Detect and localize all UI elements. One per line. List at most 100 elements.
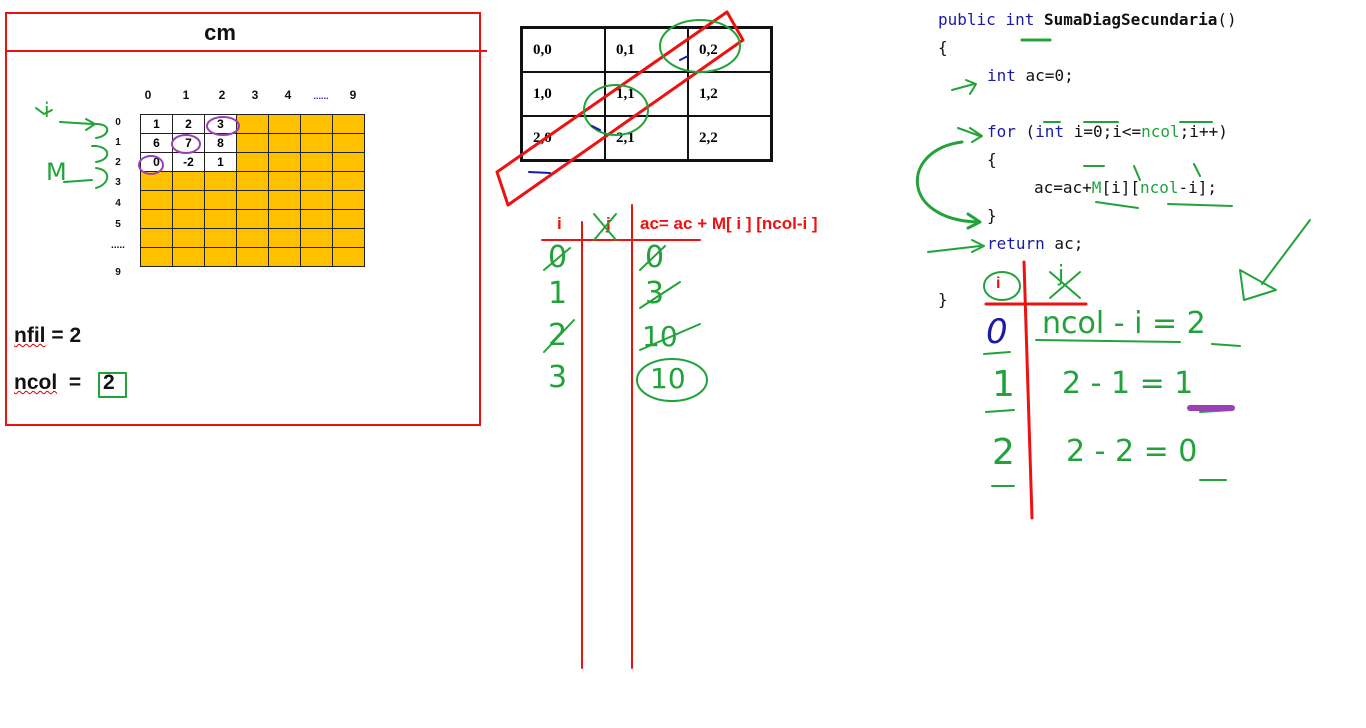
bracket-arrow [91, 145, 109, 189]
grid-cell: 1 [204, 152, 237, 172]
grid-cell: 1 [140, 114, 173, 134]
matrix-grid: 1 2 3 6 7 8 0 -2 1 [140, 114, 365, 267]
strike-mark [639, 323, 701, 351]
code-decl-line: int ac=0; [987, 66, 1074, 85]
strike-mark [639, 281, 681, 309]
underline-mark [1095, 201, 1233, 209]
col-index: 3 [251, 88, 259, 102]
bracket-arrow [63, 179, 93, 183]
trace-header-i: i [557, 214, 562, 233]
header-circle [983, 271, 1021, 301]
highlight-circle [138, 155, 164, 175]
col-index: 2 [218, 88, 226, 102]
code-kw: for [987, 122, 1016, 141]
ncol-number: 2 [103, 371, 115, 394]
code-signature: public int SumaDiagSecundaria() [938, 10, 1237, 29]
code-text: i=0;i<= [1064, 122, 1142, 141]
underline-mark [679, 55, 689, 61]
col-index: ...... [313, 91, 329, 101]
hand-i-value: 0 [986, 312, 1008, 352]
tick-mark [1083, 163, 1201, 181]
code-inner-open: { [987, 150, 997, 169]
code-text: ;i++) [1179, 122, 1228, 141]
index-cell: 2,0 [520, 115, 606, 162]
trace-i-value: 2 [548, 318, 568, 353]
index-matrix: 0,0 0,1 0,2 1,0 1,1 1,2 2,0 2,1 2,2 [520, 26, 773, 162]
index-cell: 0,1 [604, 26, 689, 73]
diag-circle [583, 84, 649, 136]
code-open-brace: { [938, 38, 948, 57]
diag-circle [659, 19, 741, 73]
code-text: [i][ [1101, 178, 1140, 197]
highlight-circle [171, 134, 201, 154]
bracket-arrow [59, 118, 109, 139]
underline-mark [1035, 339, 1241, 481]
strike-mark [543, 319, 575, 353]
hand-expr: 2 - 1 = 1 [1062, 366, 1194, 401]
arrow-mark [951, 79, 977, 95]
code-text: -i]; [1178, 178, 1218, 197]
method-name: SumaDiagSecundaria [1043, 10, 1218, 29]
strike-mark [639, 245, 666, 271]
arrow-mark [957, 127, 983, 143]
trace-i-value: 3 [548, 360, 568, 395]
hand-header-j: j [1058, 262, 1065, 287]
strike-mark [543, 247, 571, 271]
row-index: 9 [115, 267, 121, 278]
code-for-line: for (int i=0;i<=ncol;i++) [987, 122, 1228, 141]
col-index: 4 [284, 88, 292, 102]
grid-cell: 2 [172, 114, 205, 134]
grid-cell: 8 [204, 133, 237, 153]
ncol-line: ncol = [14, 371, 81, 395]
cm-divider [5, 50, 487, 52]
code-kw: public [938, 10, 996, 29]
row-index: 4 [115, 198, 121, 209]
index-cell: 2,2 [687, 115, 773, 162]
result-circle [636, 358, 708, 402]
underline-mark [983, 351, 1015, 487]
col-index: 0 [144, 88, 152, 102]
code-var: ncol [1139, 178, 1179, 197]
trace-ac-value: 0 [645, 240, 665, 275]
loop-arrow [915, 140, 982, 230]
index-cell: 1,2 [687, 71, 773, 117]
nfil-label: nfil [14, 324, 46, 347]
underline-mark [528, 171, 551, 174]
underline-mark [591, 125, 601, 131]
highlight-circle [206, 116, 240, 136]
hand-i-value: 1 [992, 364, 1015, 405]
caret-mark [35, 107, 53, 115]
code-var: ncol [1141, 122, 1180, 141]
ncol-label: ncol [14, 371, 58, 394]
diagonal-highlight [495, 10, 745, 207]
nfil-line: nfil = 2 [14, 324, 81, 348]
handwritten-i: i [44, 98, 50, 122]
code-text: () [1217, 10, 1237, 29]
trace-ac-value: 10 [650, 362, 686, 395]
cm-title: cm [204, 20, 236, 45]
code-kw: int [1005, 10, 1035, 29]
hand-table-rule [1022, 260, 1034, 520]
code-return-line: return ac; [987, 234, 1083, 253]
trace-i-value: 1 [548, 276, 568, 311]
arrow-mark [927, 239, 985, 253]
value-box [98, 372, 127, 398]
check-mark [1239, 219, 1311, 301]
cross-mark [1049, 271, 1081, 299]
code-body-line: ac=ac+M[i][ncol-i]; [1034, 178, 1217, 197]
row-index: 0 [115, 117, 121, 128]
trace-header-ac: ac= ac + M[ i ] [ncol-i ] [640, 214, 818, 233]
nfil-value: = 2 [51, 324, 82, 347]
row-index: 1 [115, 137, 121, 148]
hand-header-i: i [996, 275, 1001, 292]
col-index: 1 [182, 88, 190, 102]
ncol-value: = [68, 371, 82, 394]
code-var: M [1091, 178, 1102, 197]
hand-i-value: 2 [992, 432, 1015, 473]
cm-panel [5, 12, 481, 426]
code-text: ac; [1044, 234, 1084, 253]
code-inner-close: } [987, 206, 997, 225]
code-kw: int [987, 66, 1016, 85]
code-text: ( [1015, 122, 1036, 141]
